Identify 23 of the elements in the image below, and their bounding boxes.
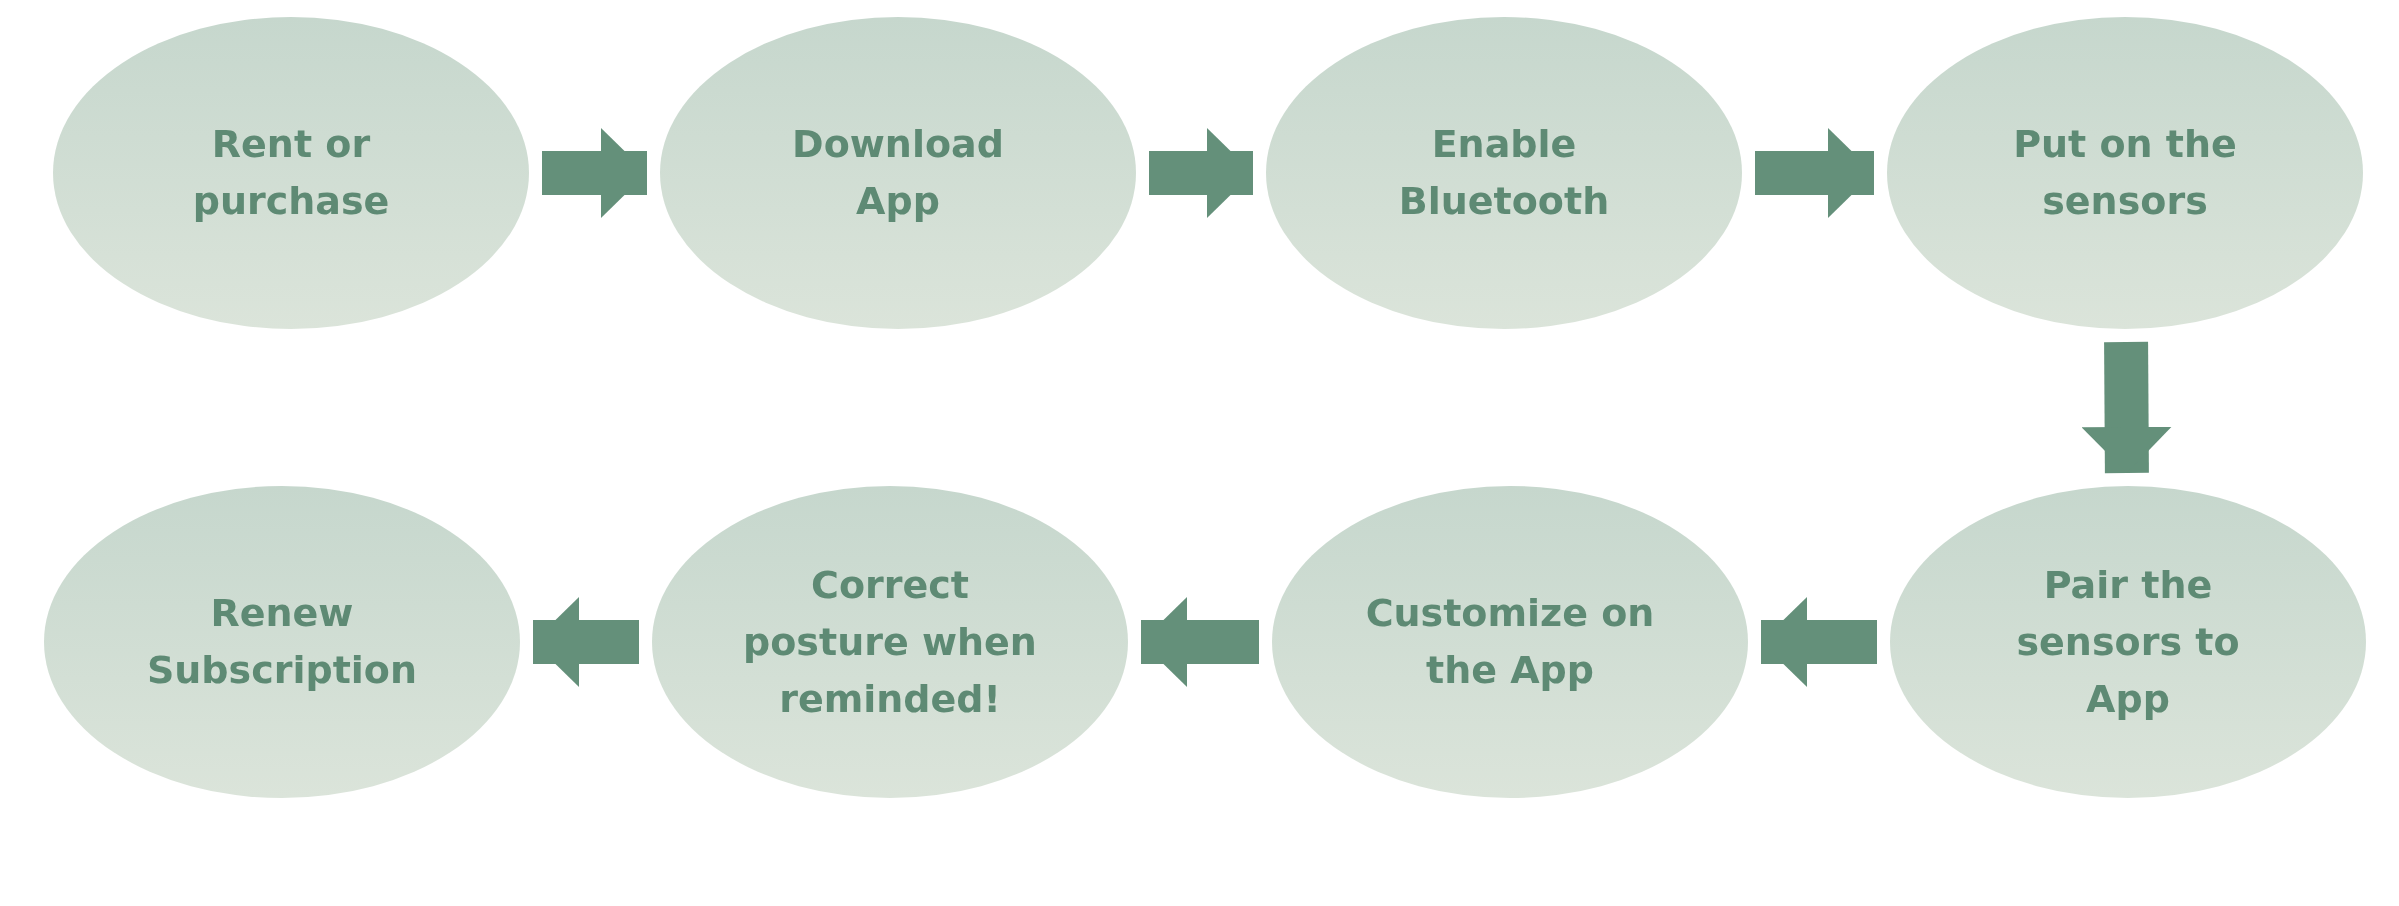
step-label: Put on the sensors — [2012, 121, 2238, 225]
step-ellipse — [1271, 485, 1749, 799]
step-label: Pair the sensors to App — [2015, 561, 2241, 723]
block-arrow — [533, 597, 639, 687]
block-arrow — [1141, 597, 1259, 687]
step-label: Correct posture when reminded! — [742, 561, 1038, 723]
step-ellipse — [43, 485, 521, 799]
step-ellipse — [1886, 16, 2364, 330]
step-ellipse — [1265, 16, 1743, 330]
step-label: Customize on the App — [1364, 590, 1656, 694]
step-ellipse — [659, 16, 1137, 330]
block-arrow — [1149, 128, 1253, 218]
block-arrow — [1761, 597, 1877, 687]
step-label: Rent or purchase — [191, 121, 391, 225]
step-label: Enable Bluetooth — [1397, 121, 1611, 225]
step-label: Renew Subscription — [145, 590, 419, 694]
step-ellipse — [52, 16, 530, 330]
block-arrow — [2081, 341, 2172, 474]
block-arrow — [1755, 128, 1874, 218]
block-arrow — [542, 128, 647, 218]
step-ellipse — [1889, 485, 2367, 799]
step-ellipse — [651, 485, 1129, 799]
step-label: Download App — [791, 121, 1005, 225]
